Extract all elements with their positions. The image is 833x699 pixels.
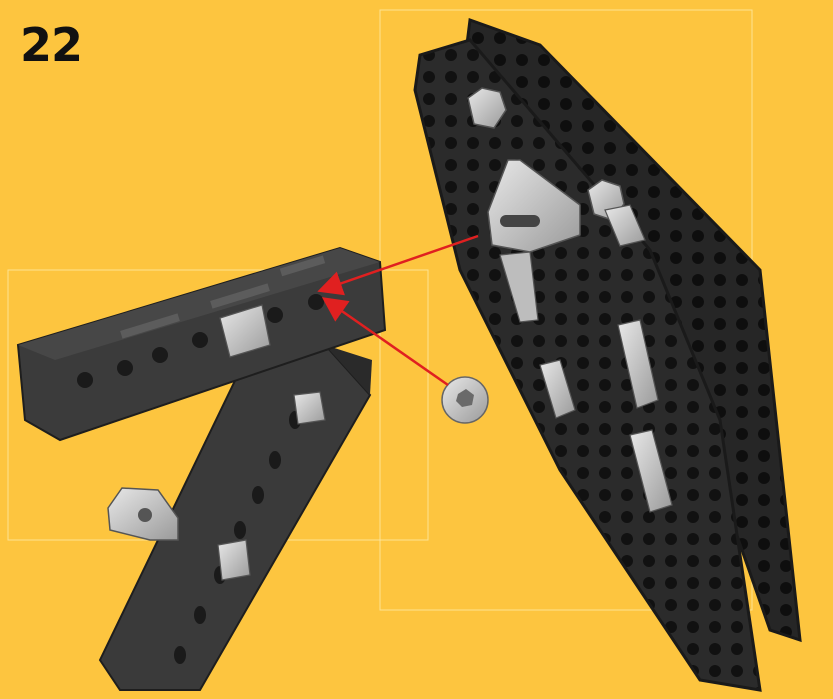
angle-bracket-on-beam — [108, 488, 178, 540]
socket-head-screw — [442, 377, 488, 423]
